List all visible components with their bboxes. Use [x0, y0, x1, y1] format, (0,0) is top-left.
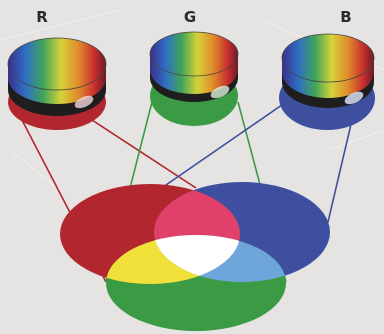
color-mixing-venn: [60, 182, 330, 331]
red-filter-lamp: [8, 38, 106, 130]
label-r: R: [32, 8, 52, 26]
blue-filter-lamp: [279, 34, 375, 130]
blue-beam-right: [328, 120, 352, 222]
label-b: B: [336, 8, 356, 26]
label-g: G: [180, 8, 200, 26]
green-filter-lamp: [150, 32, 238, 126]
